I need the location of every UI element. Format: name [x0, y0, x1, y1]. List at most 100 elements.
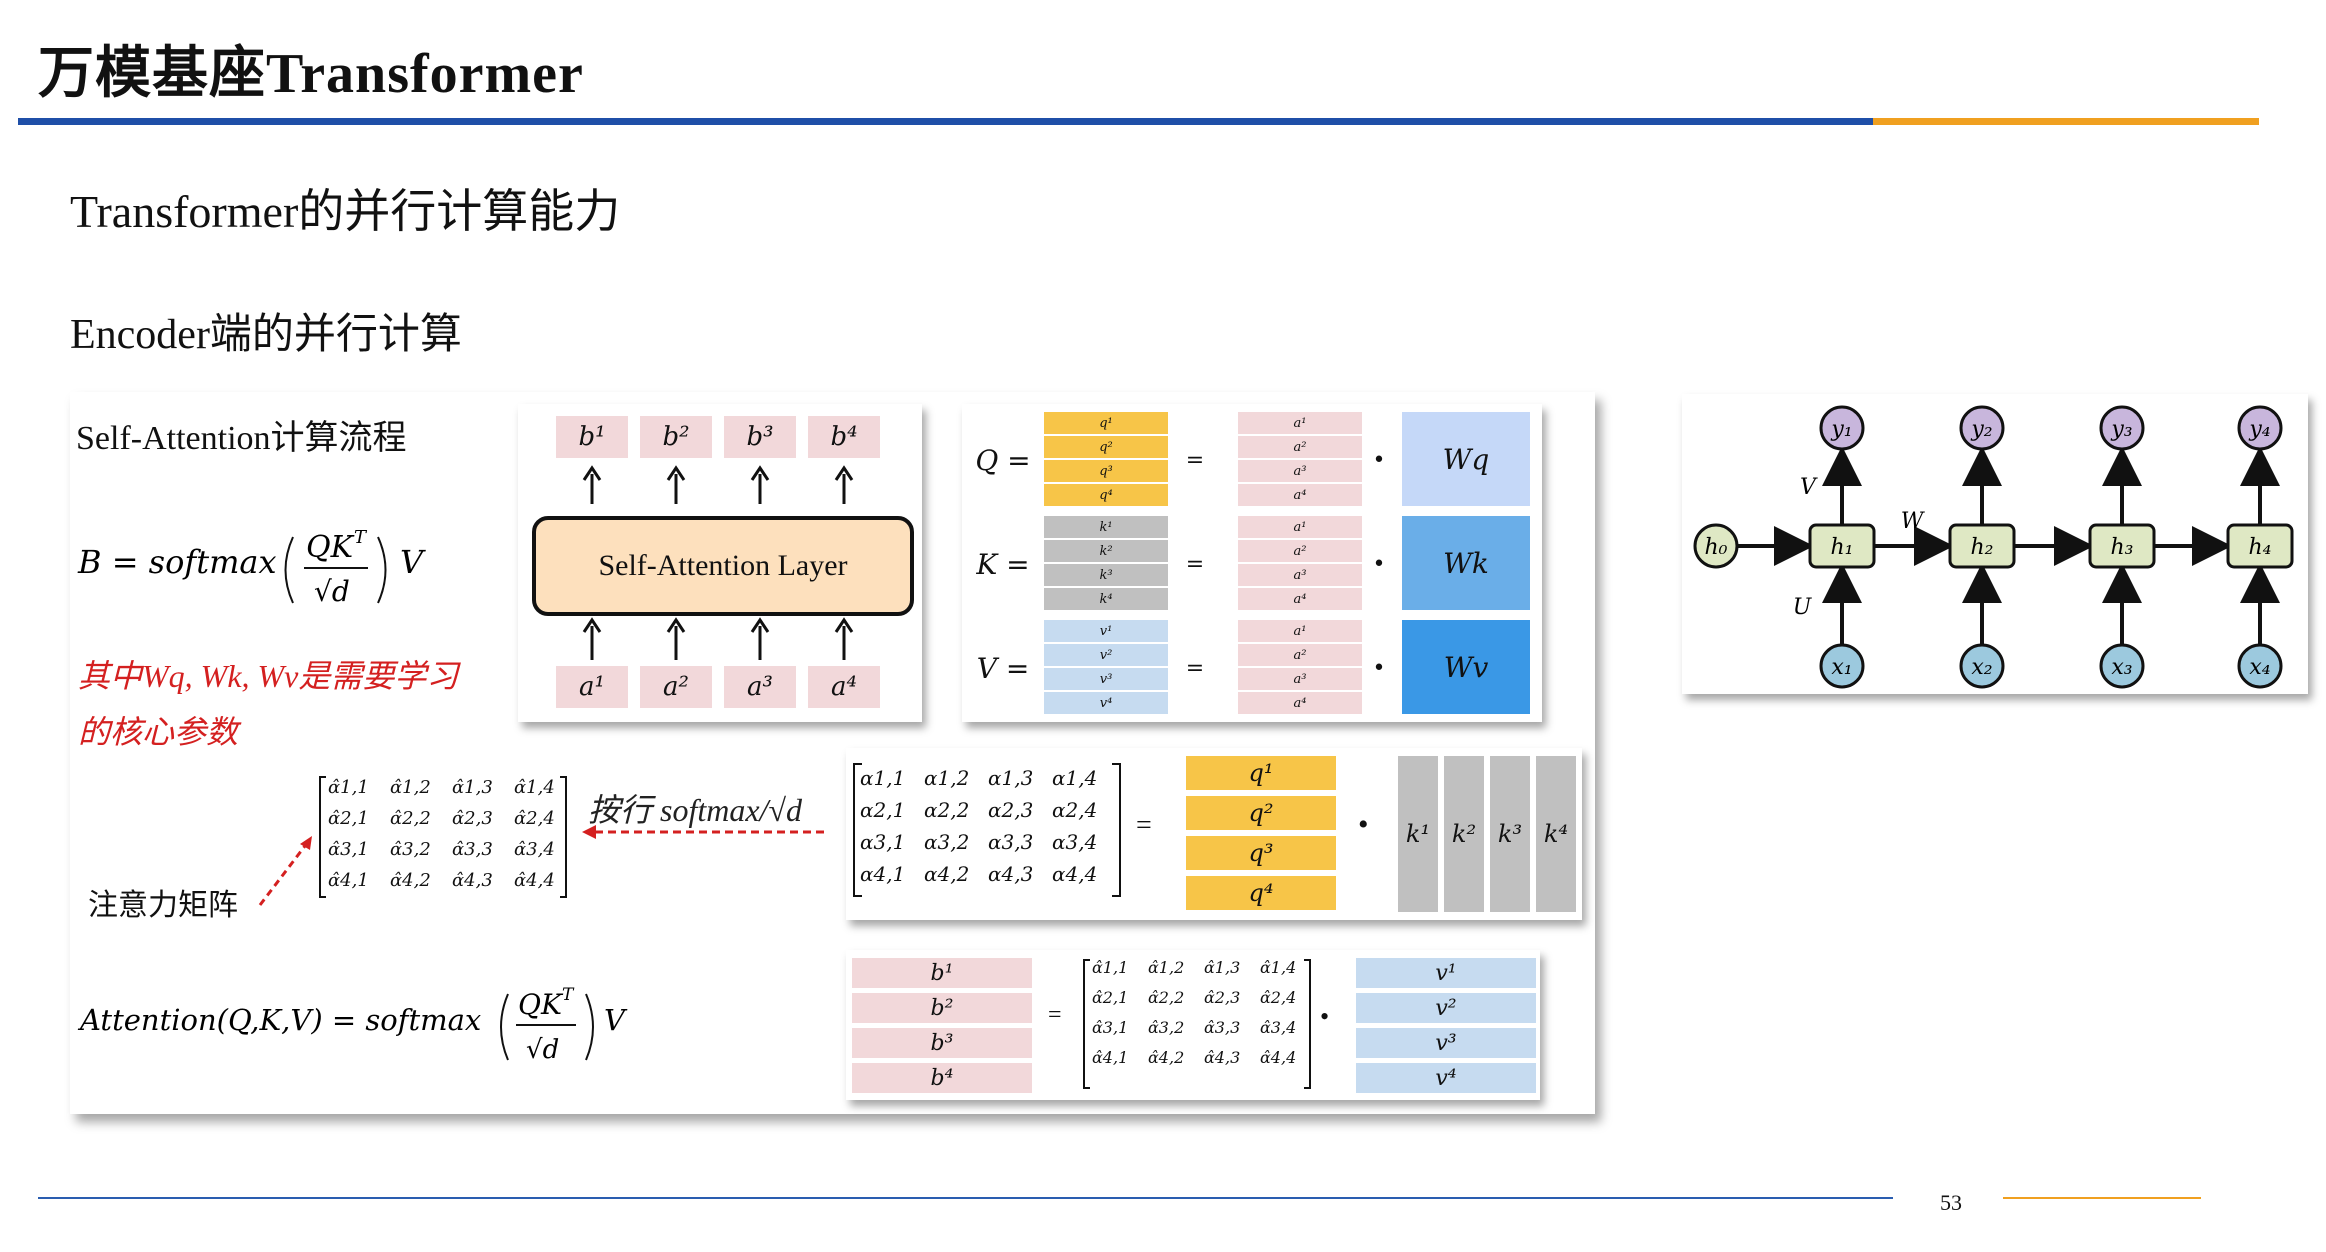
self-attention-layer-box: Self-Attention Layer [532, 516, 914, 616]
matrix-cell: α̂4,3 [452, 870, 493, 891]
k-column: k³ [1490, 756, 1530, 912]
projection-cell: q² [1044, 436, 1168, 458]
h0-node [1693, 523, 1739, 569]
hidden-label: h₃ [2111, 535, 2134, 560]
matrix-cell: α̂2,2 [1148, 988, 1185, 1007]
input-a-cell: a² [1238, 644, 1362, 666]
matrix-cell: α̂3,2 [1148, 1018, 1185, 1037]
q-row: q⁴ [1186, 876, 1336, 910]
matrix-cell: α3,4 [1052, 830, 1098, 854]
output-label: y₄ [2248, 417, 2270, 442]
v-row: v⁴ [1356, 1063, 1536, 1093]
w-weight-label: W [1901, 509, 1926, 534]
matrix-cell: α̂4,1 [1092, 1048, 1129, 1067]
b-row: b⁴ [852, 1063, 1032, 1093]
v-row: v³ [1356, 1028, 1536, 1058]
input-a-cell: a⁴ [1238, 588, 1362, 610]
matrix-cell: α̂1,4 [1260, 958, 1297, 977]
row-dot: • [1372, 551, 1386, 577]
arrow-head [582, 617, 602, 633]
u-weight-label: U [1793, 595, 1813, 620]
input-a-box: a² [640, 666, 712, 708]
header-rule-orange [1873, 118, 2259, 125]
input-node [1819, 643, 1865, 689]
matrix-cell: α4,2 [924, 862, 970, 886]
arrow-head [666, 617, 686, 633]
b-row: b¹ [852, 958, 1032, 988]
input-a-cell: a² [1238, 540, 1362, 562]
svg-text:V: V [400, 543, 426, 581]
input-label: x₄ [2249, 655, 2270, 680]
score-equals: = [1136, 810, 1152, 841]
row-equals: = [1185, 655, 1205, 681]
hidden-label: h₄ [2249, 535, 2272, 560]
v-row: v¹ [1356, 958, 1536, 988]
matrix-cell: α̂2,1 [328, 808, 369, 829]
weight-matrix: Wk [1402, 516, 1530, 610]
output-dot: • [1320, 1002, 1330, 1031]
dashed-arrow-to-matrix [258, 836, 312, 906]
svg-text:V: V [604, 1003, 628, 1037]
matrix-cell: α̂3,3 [1204, 1018, 1241, 1037]
matrix-cell: α̂2,4 [1260, 988, 1297, 1007]
svg-text:√d: √d [526, 1035, 559, 1065]
matrix-cell: α1,3 [988, 766, 1034, 790]
matrix-cell: α̂2,3 [1204, 988, 1241, 1007]
footer-rule-blue [38, 1197, 1893, 1199]
matrix-cell: α̂1,2 [1148, 958, 1185, 977]
formula-b-graphic: B = softmax QK T √d V [77, 527, 426, 608]
matrix-cell: α̂4,1 [328, 870, 369, 891]
projection-cell: q³ [1044, 460, 1168, 482]
matrix-cell: α1,4 [1052, 766, 1098, 790]
arrow-head [834, 617, 854, 633]
h0-label: h₀ [1705, 535, 1728, 560]
page-number: 53 [1940, 1190, 1962, 1215]
output-label: y₃ [2110, 417, 2132, 442]
matrix-cell: α3,2 [924, 830, 970, 854]
matrix-cell: α̂3,2 [390, 839, 431, 860]
matrix-cell: α1,2 [924, 766, 970, 790]
matrix-cell: α2,1 [860, 798, 906, 822]
projection-cell: v¹ [1044, 620, 1168, 642]
matrix-cell: α̂1,3 [452, 777, 493, 798]
q-row: q² [1186, 796, 1336, 830]
matrix-cell: α̂4,2 [1148, 1048, 1185, 1067]
arrow-head [582, 465, 602, 481]
formula-b: B = softmax QK T √d V [77, 525, 438, 623]
self-attention-caption: Self-Attention计算流程 [76, 420, 407, 457]
arrow-head [834, 465, 854, 481]
matrix-cell: α4,4 [1052, 862, 1098, 886]
layer-arrows [582, 465, 854, 660]
matrix-cell: α1,1 [860, 766, 906, 790]
input-node [1959, 643, 2005, 689]
input-a-box: a⁴ [808, 666, 880, 708]
matrix-cell: α2,2 [924, 798, 970, 822]
input-a-cell: a³ [1238, 668, 1362, 690]
svg-text:Attention(Q,K,V) = softmax: Attention(Q,K,V) = softmax [77, 1003, 481, 1037]
matrix-cell: α̂3,4 [514, 839, 555, 860]
matrix-cell: α̂3,4 [1260, 1018, 1297, 1037]
output-node [2237, 405, 2283, 451]
input-a-cell: a³ [1238, 564, 1362, 586]
matrix-cell: α̂2,3 [452, 808, 493, 829]
projection-cell: q¹ [1044, 412, 1168, 434]
output-node [1819, 405, 1865, 451]
matrix-cell: α̂1,4 [514, 777, 555, 798]
v-row: v² [1356, 993, 1536, 1023]
input-a-box: a³ [724, 666, 796, 708]
hidden-node [2088, 523, 2156, 569]
matrix-cell: α3,1 [860, 830, 906, 854]
projection-cell: v² [1044, 644, 1168, 666]
v-weight-label: V [1800, 475, 1818, 500]
matrix-cell: α̂2,4 [514, 808, 555, 829]
row-lhs: K = [976, 547, 1030, 581]
row-dot: • [1372, 447, 1386, 473]
arrow-head [750, 465, 770, 481]
score-dot: • [1358, 808, 1369, 841]
svg-text:B = softmax: B = softmax [77, 543, 277, 581]
output-equals: = [1048, 1002, 1062, 1028]
matrix-cell: α̂2,1 [1092, 988, 1129, 1007]
